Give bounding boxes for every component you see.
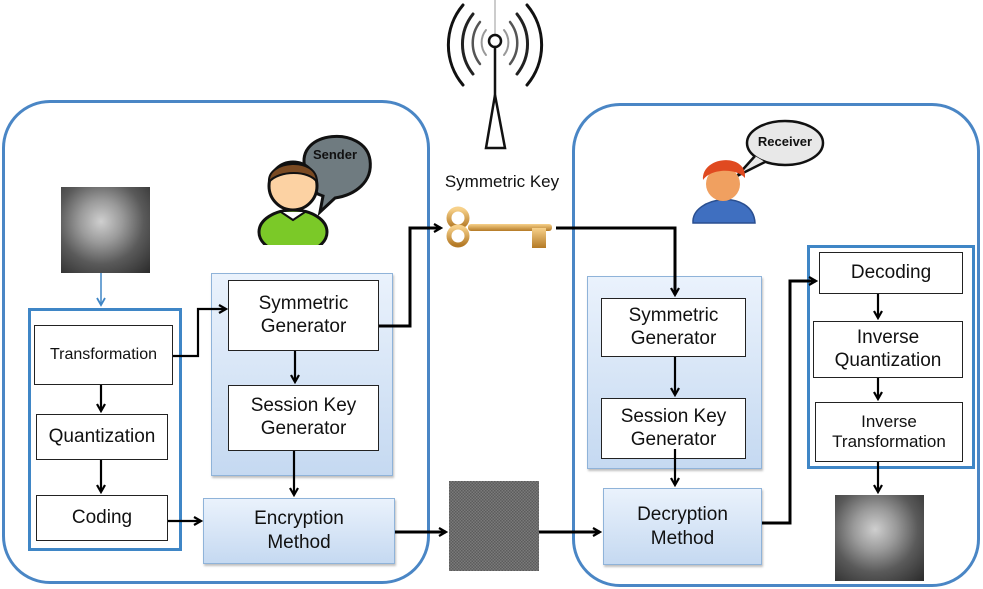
sender-bubble-label: Sender xyxy=(312,147,358,162)
key-icon xyxy=(446,206,552,248)
decoding-label: Decoding xyxy=(850,261,932,283)
encryption-method-label: Encryption Method xyxy=(254,508,344,553)
output-image xyxy=(835,495,924,581)
symmetric-key-label: Symmetric Key xyxy=(444,172,560,191)
receiver-symmetric-generator-label: Symmetric Generator xyxy=(628,304,719,349)
sender-coding-group xyxy=(28,308,182,551)
decryption-method-block xyxy=(603,488,762,565)
sender-avatar-icon xyxy=(257,134,372,245)
coding-label: Coding xyxy=(71,506,133,528)
inverse-quantization-label: Inverse Quantization xyxy=(834,326,942,371)
receiver-bubble-label: Receiver xyxy=(757,134,813,149)
antenna-icon xyxy=(446,0,544,150)
sender-session-key-generator-block: Session Key Generator xyxy=(228,385,379,451)
receiver-panel xyxy=(572,103,980,587)
inverse-quantization-block: Inverse Quantization xyxy=(813,321,963,378)
decoding-block: Decoding xyxy=(819,252,963,294)
transformation-label: Transformation xyxy=(50,346,157,364)
sender-session-key-generator-label: Session Key Generator xyxy=(250,395,357,439)
receiver-symmetric-generator-block: Symmetric Generator xyxy=(601,298,746,357)
encryption-method-block xyxy=(203,498,395,564)
decryption-method-label: Decryption Method xyxy=(637,503,728,549)
quantization-block: Quantization xyxy=(36,414,168,460)
sender-symmetric-generator-label: Symmetric Generator xyxy=(258,292,349,337)
receiver-session-key-generator-block: Session Key Generator xyxy=(601,398,746,459)
receiver-avatar-icon xyxy=(692,119,825,224)
transformation-block: Transformation xyxy=(34,325,173,385)
quantization-label: Quantization xyxy=(48,425,156,447)
coding-block: Coding xyxy=(36,495,168,541)
inverse-transformation-block: Inverse Transformation xyxy=(815,402,963,462)
sender-panel xyxy=(2,100,430,584)
sender-symmetric-generator-block: Symmetric Generator xyxy=(228,280,379,351)
receiver-session-key-generator-label: Session Key Generator xyxy=(620,405,727,450)
input-image xyxy=(61,187,150,273)
inverse-transformation-label: Inverse Transformation xyxy=(832,411,946,451)
encrypted-image xyxy=(449,481,539,571)
